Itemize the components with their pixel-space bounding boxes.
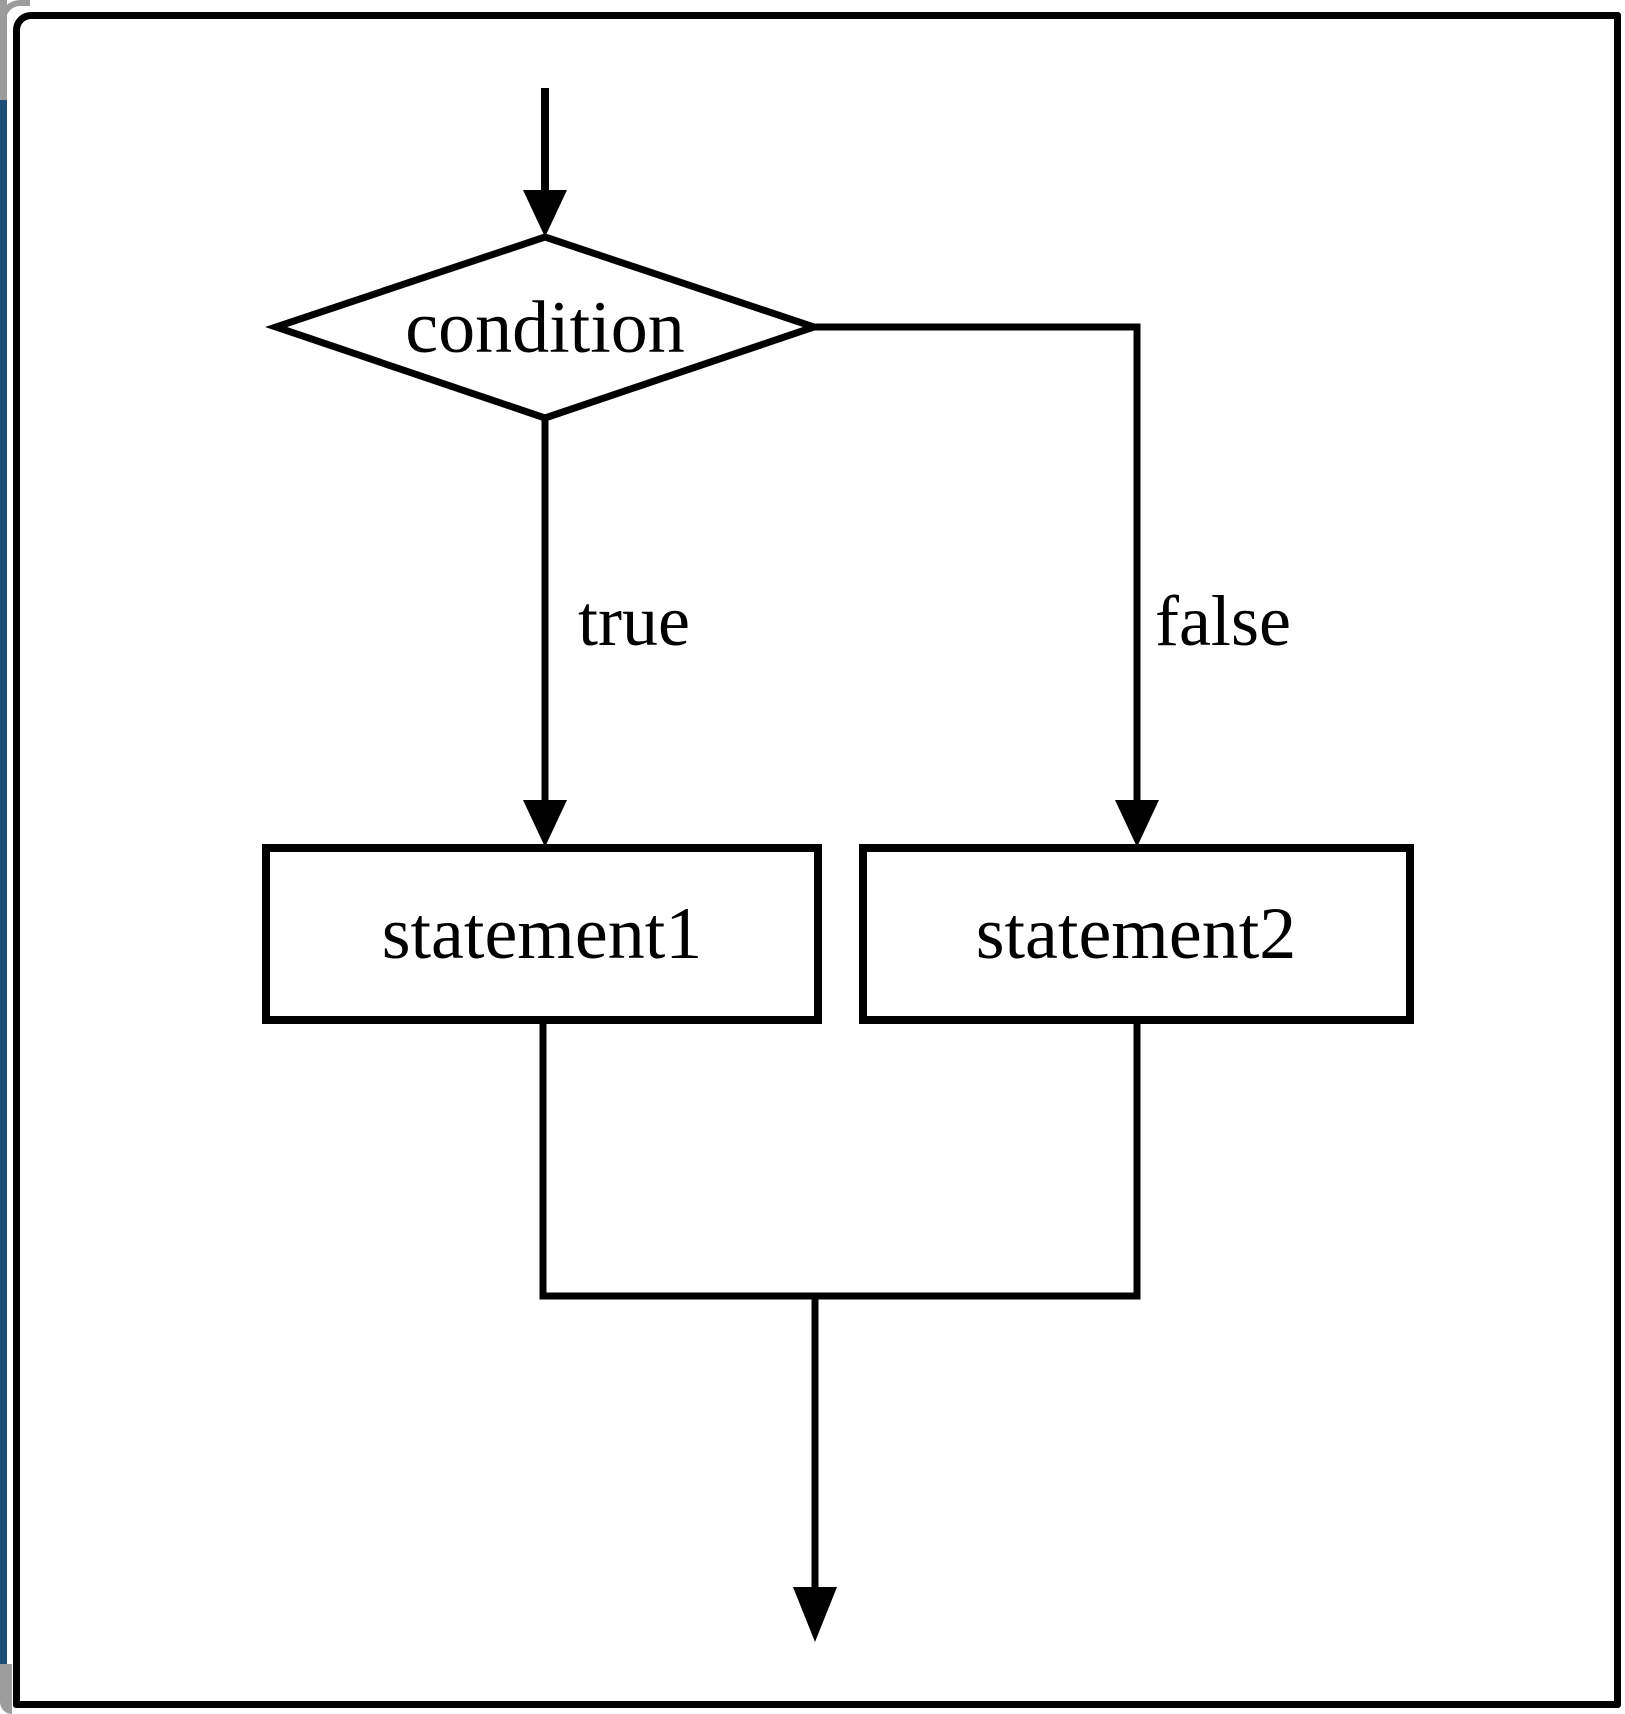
condition-label: condition bbox=[405, 287, 685, 369]
false-branch-line bbox=[814, 323, 1141, 802]
statement1-node: statement1 bbox=[262, 844, 822, 1024]
false-branch-arrowhead-icon bbox=[1115, 800, 1159, 847]
entry-arrow bbox=[523, 88, 567, 237]
statement2-box bbox=[859, 844, 1414, 1024]
false-branch-edge: false bbox=[814, 323, 1291, 847]
page-edge-gray-bottom bbox=[0, 1664, 12, 1714]
exit-arrow bbox=[793, 1296, 837, 1642]
entry-arrowhead-icon bbox=[523, 190, 567, 237]
statement1-label: statement1 bbox=[382, 893, 703, 975]
merge-connector-line bbox=[539, 1020, 1141, 1300]
statement2-node: statement2 bbox=[859, 844, 1414, 1024]
exit-arrowhead-icon bbox=[793, 1587, 837, 1642]
merge-connector bbox=[539, 1020, 1141, 1300]
page-edge-gray-top bbox=[0, 0, 7, 100]
true-branch-arrowhead-icon bbox=[523, 800, 567, 847]
condition-node: condition bbox=[265, 233, 825, 422]
true-branch-edge: true bbox=[523, 418, 690, 847]
statement2-label: statement2 bbox=[976, 893, 1297, 975]
true-branch-label: true bbox=[578, 581, 690, 661]
page-corner-shadow bbox=[0, 0, 30, 30]
false-branch-label: false bbox=[1155, 581, 1291, 661]
page-edge-blue-strip bbox=[0, 100, 7, 1664]
